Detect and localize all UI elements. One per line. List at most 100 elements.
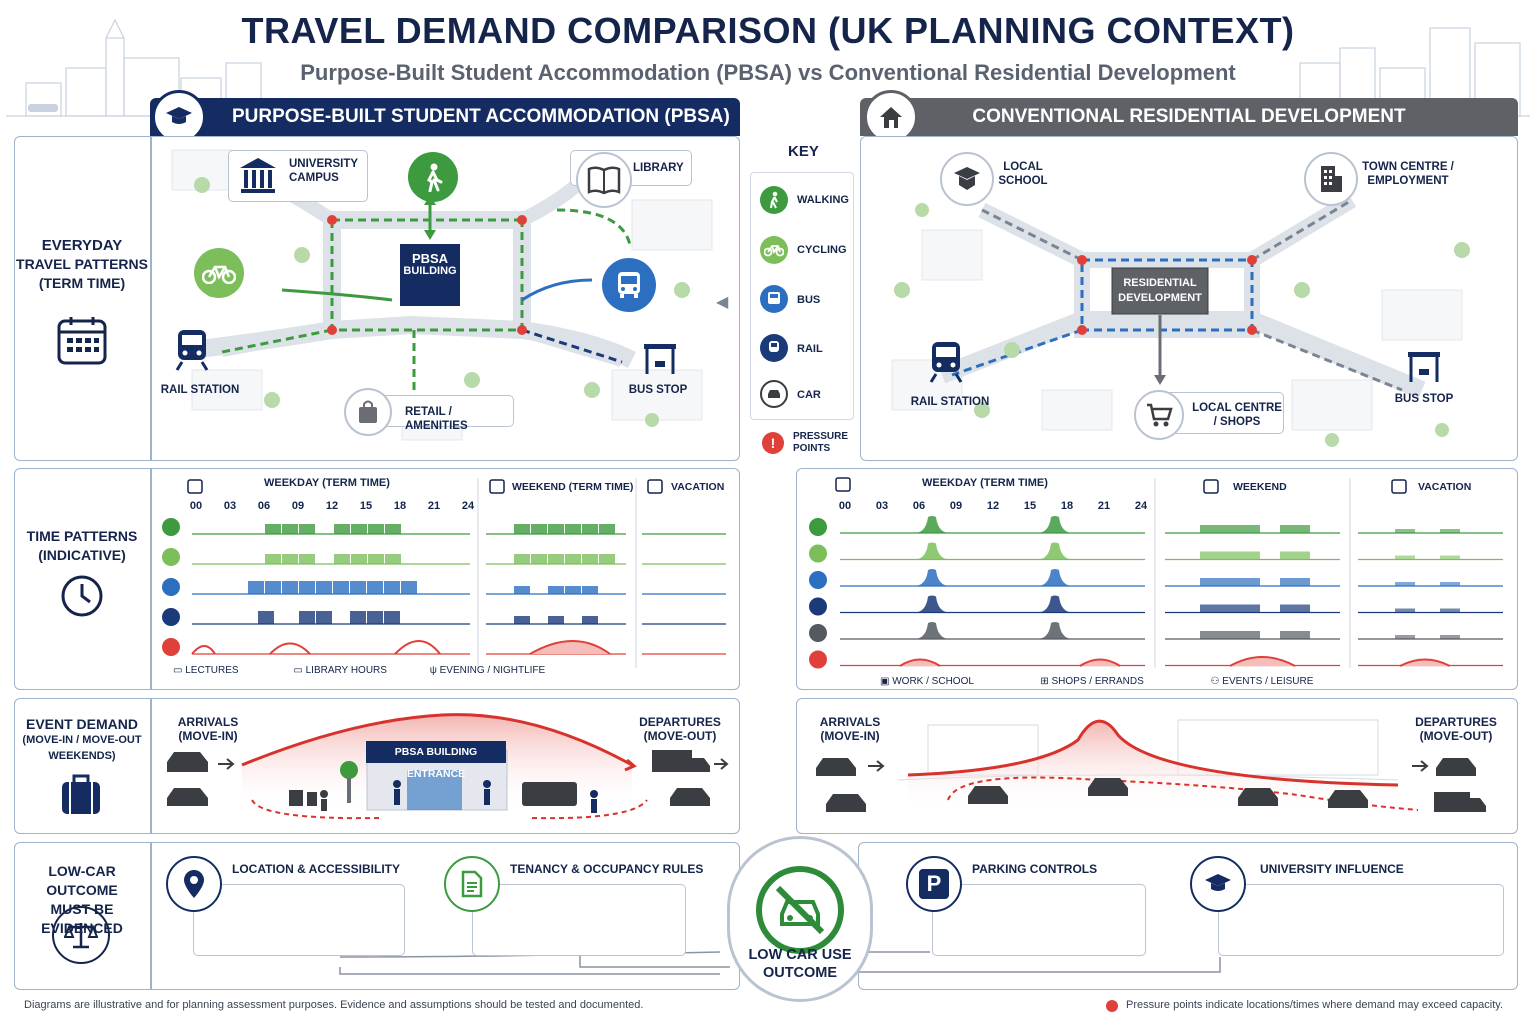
pbsa-rail-bar (367, 611, 383, 624)
page-subtitle: Purpose-Built Student Accommodation (PBS… (300, 60, 1236, 85)
key-walking-icon (760, 186, 788, 214)
residential-building-label: RESIDENTIAL DEVELOPMENT (1118, 277, 1202, 304)
residential-vacation-block (1395, 529, 1415, 533)
school-icon (940, 152, 994, 206)
page-title: TRAVEL DEMAND COMPARISON (UK PLANNING CO… (241, 10, 1295, 51)
residential-arrivals-label: ARRIVALS (MOVE-IN) (819, 715, 881, 743)
shopping-cart-icon (1134, 390, 1184, 440)
residential-vacation-block (1440, 529, 1460, 533)
residential-weekday-header: WEEKDAY (TERM TIME) (922, 477, 1048, 489)
residential-weekend-block (1200, 551, 1260, 560)
residential-vacation-header: VACATION (1418, 481, 1472, 493)
residential-weekend-block (1280, 604, 1310, 613)
residential-am-peak (914, 542, 950, 560)
pbsa-walk-bar (385, 524, 401, 534)
pbsa-bus-bar (401, 581, 417, 594)
residential-weekend-block (1280, 631, 1310, 639)
university-influence-card (1218, 884, 1504, 956)
pbsa-mode-circle (162, 578, 180, 596)
residential-vacation-block (1440, 582, 1460, 586)
pbsa-weekend-cycle-bar (565, 554, 581, 564)
cutlery-icon: ψ (429, 665, 437, 676)
residential-weekend-block (1200, 525, 1260, 533)
pbsa-weekend-cycle-bar (514, 554, 530, 564)
local-school-label: LOCAL SCHOOL (998, 161, 1048, 187)
location-accessibility-label: LOCATION & ACCESSIBILITY (232, 862, 400, 876)
residential-weekend-header: WEEKEND (1233, 481, 1287, 493)
parking-controls-card (932, 884, 1146, 956)
pbsa-departures-label: DEPARTURES (MOVE-OUT) (639, 715, 721, 743)
pbsa-mode-circle (162, 638, 180, 656)
residential-vacation-block (1440, 635, 1460, 639)
residential-mode-circle (809, 597, 827, 616)
residential-time-legend: ▣ WORK / SCHOOL ⊞ SHOPS / ERRANDS ⚇ EVEN… (880, 676, 1314, 687)
scales-icon (52, 906, 110, 964)
pbsa-rail-bar (350, 611, 366, 624)
briefcase-icon: ▣ (880, 676, 890, 687)
pbsa-bus-bar (299, 581, 315, 594)
pbsa-weekend-bus-bar (514, 586, 530, 594)
clock-icon (61, 575, 103, 617)
residential-weekend-block (1200, 604, 1260, 613)
arrow-left-icon: ◀ (716, 294, 729, 311)
pbsa-walk-bar (282, 524, 298, 534)
pbsa-vacation-header: VACATION (671, 481, 725, 493)
pbsa-cycle-bar (265, 554, 281, 564)
pbsa-walk-bar (368, 524, 384, 534)
residential-event-illustration (816, 719, 1486, 812)
key-bus-icon (760, 285, 788, 313)
residential-hour-tick: 06 (913, 500, 925, 512)
pbsa-weekend-cycle-bar (599, 554, 615, 564)
pbsa-weekend-cycle-bar (548, 554, 564, 564)
graduation-cap-icon (152, 90, 206, 144)
pbsa-bus-bar (350, 581, 366, 594)
no-car-icon (756, 866, 844, 954)
pbsa-weekend-walk-bar (599, 524, 615, 534)
pbsa-weekend-header: WEEKEND (TERM TIME) (512, 481, 634, 493)
walking-icon (408, 152, 458, 202)
pbsa-header: PURPOSE-BUILT STUDENT ACCOMMODATION (PBS… (150, 98, 740, 136)
pbsa-weekday-header: WEEKDAY (TERM TIME) (264, 477, 390, 489)
residential-am-peak (914, 569, 950, 586)
residential-travel-map (891, 193, 1470, 447)
residential-pm-peak (1037, 595, 1073, 613)
graduation-cap-small-icon (1190, 856, 1246, 912)
document-icon (444, 856, 500, 912)
calendar-icon (57, 317, 107, 365)
pbsa-cycle-bar (334, 554, 350, 564)
key-rail-label: RAIL (797, 343, 823, 355)
pbsa-hour-tick: 09 (292, 500, 304, 512)
pbsa-weekend-walk-bar (548, 524, 564, 534)
key-car-icon (760, 380, 788, 408)
pbsa-weekend-bus-bar (548, 586, 564, 594)
pbsa-weekend-rail-bar (582, 616, 598, 624)
book-icon (576, 152, 632, 208)
pbsa-arrivals-label: ARRIVALS (MOVE-IN) (177, 715, 239, 743)
key-rail-icon (760, 334, 788, 362)
university-influence-label: UNIVERSITY INFLUENCE (1260, 862, 1404, 876)
pbsa-weekend-rail-bar (548, 616, 564, 624)
location-pin-icon (166, 856, 222, 912)
pbsa-bus-bar (265, 581, 281, 594)
pbsa-hour-tick: 24 (462, 500, 475, 512)
residential-hour-tick: 00 (839, 500, 851, 512)
residential-bus-stop-icon (1408, 352, 1440, 382)
residential-hour-tick: 21 (1098, 500, 1110, 512)
pressure-point-dot-icon (1106, 1000, 1118, 1012)
residential-vacation-block (1440, 555, 1460, 560)
pbsa-mode-circle (162, 608, 180, 626)
pbsa-weekend-walk-bar (514, 524, 530, 534)
residential-header-title: CONVENTIONAL RESIDENTIAL DEVELOPMENT (972, 106, 1406, 127)
key-pressure-points-label: PRESSURE POINTS (793, 431, 849, 454)
pbsa-weekend-rail-bar (514, 616, 530, 624)
residential-mode-circle (809, 624, 827, 642)
residential-train-icon (929, 342, 963, 383)
residential-mode-circle (809, 571, 827, 589)
pbsa-weekend-cycle-bar (531, 554, 547, 564)
pbsa-rail-bar (299, 611, 315, 624)
low-car-outcome-badge (727, 836, 873, 1002)
residential-departures-label: DEPARTURES (MOVE-OUT) (1415, 715, 1497, 743)
